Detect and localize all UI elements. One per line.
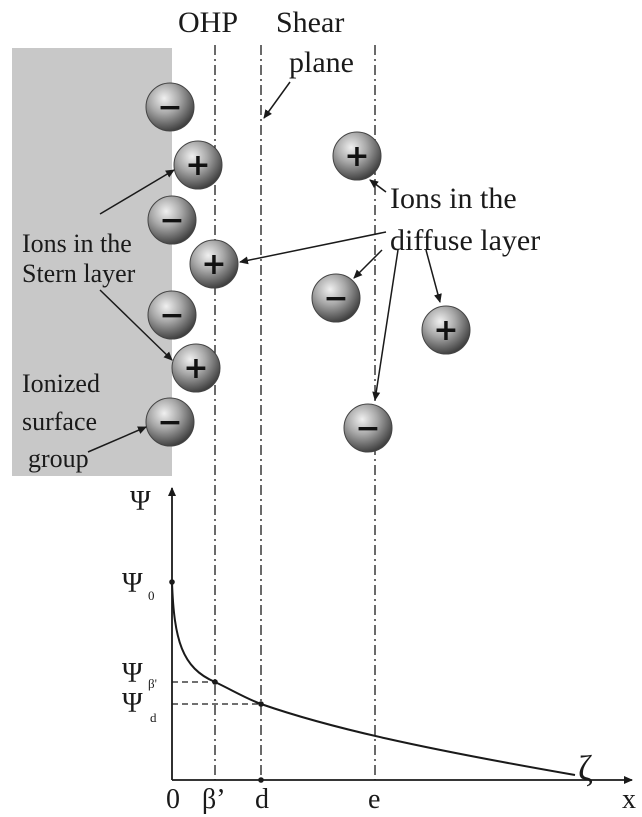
ion-stern-plus-3: + <box>171 343 221 393</box>
shear-label-line1: Shear <box>276 6 344 39</box>
diffuse-arrow-top <box>369 179 387 193</box>
psi-d-sub: d <box>150 710 157 725</box>
svg-text:−: − <box>159 298 184 333</box>
tick-d: d <box>255 784 269 815</box>
ion-diffuse-plus-1: + <box>332 131 382 181</box>
shear-label-line2: plane <box>289 46 354 79</box>
psi0-label: Ψ <box>122 568 143 599</box>
tick-zero: 0 <box>166 784 180 815</box>
svg-text:−: − <box>355 411 380 446</box>
ion-surface-group-minus: − <box>145 397 195 447</box>
diffuse-arrow-minus1 <box>353 249 383 279</box>
ion-stern-plus-2: + <box>189 239 239 289</box>
ion-stern-minus-3: − <box>147 290 197 340</box>
svg-text:+: + <box>185 148 210 183</box>
diffuse-arrow-minus2 <box>372 249 399 401</box>
diffuse-arrow-plus2 <box>425 249 442 303</box>
ionized-label-line1: Ionized <box>22 369 100 398</box>
psi-d-point <box>258 701 264 707</box>
ion-stern-minus-1: − <box>145 82 195 132</box>
ohp-label: OHP <box>178 6 238 39</box>
svg-text:−: − <box>323 281 348 316</box>
stern-label-line2: Stern layer <box>22 259 136 288</box>
ion-diffuse-plus-2: + <box>421 305 471 355</box>
diffuse-label-line1: Ions in the <box>390 182 517 215</box>
psi0-point <box>169 579 175 585</box>
ionized-label-line3: group <box>28 444 89 473</box>
ion-diffuse-minus-1: − <box>311 273 361 323</box>
tick-beta: β’ <box>202 784 226 815</box>
diffuse-label-line2: diffuse layer <box>390 224 540 257</box>
d-tick-point <box>258 777 264 783</box>
svg-text:+: + <box>344 139 369 174</box>
ion-stern-plus-1: + <box>173 140 223 190</box>
potential-curve <box>171 581 576 776</box>
y-axis-label: Ψ <box>130 486 151 517</box>
svg-text:−: − <box>157 405 182 440</box>
ion-diffuse-minus-2: − <box>343 403 393 453</box>
x-axis-label: x <box>622 784 636 815</box>
stern-arrow-down <box>99 289 173 361</box>
ionized-arrow <box>87 426 147 453</box>
svg-text:+: + <box>201 247 226 282</box>
psi-beta-point <box>212 679 218 685</box>
svg-text:−: − <box>157 90 182 125</box>
shear-arrow <box>263 81 291 119</box>
svg-text:−: − <box>159 203 184 238</box>
svg-text:+: + <box>183 351 208 386</box>
ionized-label-line2: surface <box>22 407 97 436</box>
ion-stern-minus-2: − <box>147 195 197 245</box>
zeta-label: ζ <box>578 748 593 788</box>
psi-d-label: Ψ <box>122 688 143 719</box>
tick-e: e <box>368 784 380 815</box>
diffuse-arrow-left <box>239 231 387 265</box>
psi-beta-label: Ψ <box>122 658 143 689</box>
svg-text:+: + <box>433 313 458 348</box>
stern-label-line1: Ions in the <box>22 229 132 258</box>
psi-beta-sub: β' <box>148 676 157 691</box>
charged-surface <box>12 48 172 476</box>
stern-arrow-up <box>99 169 175 215</box>
psi0-sub: 0 <box>148 588 155 603</box>
